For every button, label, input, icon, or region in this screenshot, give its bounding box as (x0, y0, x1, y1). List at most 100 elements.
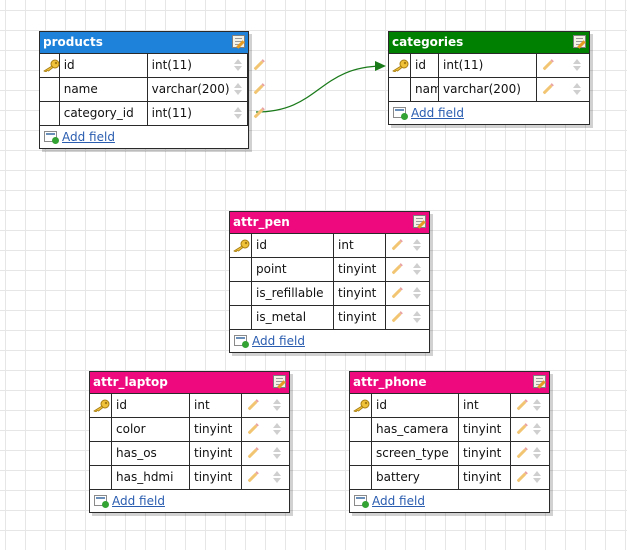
add-field-icon[interactable] (393, 107, 408, 120)
sort-icon[interactable] (533, 471, 541, 483)
pencil-icon[interactable] (516, 472, 527, 483)
pencil-icon[interactable] (542, 60, 553, 71)
field-name: has_camera (372, 418, 459, 441)
field-key-cell (350, 442, 372, 465)
edit-icon[interactable] (573, 35, 586, 48)
field-type: tinyint (190, 466, 242, 489)
pencil-icon[interactable] (391, 312, 402, 323)
add-field-link[interactable]: Add field (112, 494, 165, 508)
sort-icon[interactable] (533, 447, 541, 459)
pencil-icon[interactable] (247, 424, 258, 435)
edit-icon[interactable] (533, 375, 546, 388)
pencil-icon[interactable] (516, 448, 527, 459)
add-field-icon[interactable] (354, 495, 369, 508)
field-key-cell (230, 306, 252, 329)
edit-icon[interactable] (232, 35, 245, 48)
add-field-link[interactable]: Add field (62, 130, 115, 144)
field-key-cell (90, 442, 112, 465)
field-name: name (60, 78, 148, 101)
sort-icon[interactable] (413, 287, 421, 299)
field-key-cell (90, 394, 112, 417)
key-icon (43, 59, 60, 73)
field-type: int(11) (148, 102, 248, 125)
field-name: color (112, 418, 190, 441)
field-name: id (60, 54, 148, 77)
field-type: tinyint (459, 418, 511, 441)
sort-icon[interactable] (413, 239, 421, 251)
add-field-link[interactable]: Add field (411, 106, 464, 120)
entity-header[interactable]: categories (389, 32, 589, 54)
entity-header[interactable]: products (40, 32, 248, 54)
field-key-cell (90, 466, 112, 489)
sort-icon[interactable] (234, 107, 242, 119)
pencil-icon[interactable] (247, 448, 258, 459)
field-type: tinyint (334, 282, 386, 305)
field-actions (242, 466, 287, 489)
field-key-cell (40, 102, 60, 125)
entity-title: attr_pen (233, 215, 290, 229)
sort-icon[interactable] (273, 447, 281, 459)
add-field-icon[interactable] (234, 335, 249, 348)
field-type: int(11) (148, 54, 248, 77)
field-type: tinyint (190, 418, 242, 441)
add-field-row: Add field (389, 102, 589, 124)
field-name: has_hdmi (112, 466, 190, 489)
edit-icon[interactable] (273, 375, 286, 388)
sort-icon[interactable] (573, 59, 581, 71)
edit-icon[interactable] (413, 215, 426, 228)
sort-icon[interactable] (413, 263, 421, 275)
add-field-row: Add field (350, 490, 549, 512)
sort-icon[interactable] (273, 423, 281, 435)
sort-icon[interactable] (234, 83, 242, 95)
field-key-cell (389, 54, 411, 77)
pencil-icon[interactable] (391, 240, 402, 251)
field-name: is_refillable (252, 282, 334, 305)
add-field-icon[interactable] (94, 495, 109, 508)
add-field-link[interactable]: Add field (372, 494, 425, 508)
add-field-link[interactable]: Add field (252, 334, 305, 348)
sort-icon[interactable] (533, 423, 541, 435)
pencil-icon[interactable] (516, 400, 527, 411)
entity-header[interactable]: attr_laptop (90, 372, 289, 394)
pencil-icon[interactable] (516, 424, 527, 435)
entity-header[interactable]: attr_phone (350, 372, 549, 394)
add-field-icon[interactable] (44, 131, 59, 144)
pencil-icon[interactable] (391, 288, 402, 299)
field-actions (511, 394, 547, 417)
field-type: int(11) (439, 54, 537, 77)
pencil-icon[interactable] (391, 264, 402, 275)
sort-icon[interactable] (413, 311, 421, 323)
sort-icon[interactable] (273, 399, 281, 411)
sort-icon[interactable] (273, 471, 281, 483)
entity-header[interactable]: attr_pen (230, 212, 429, 234)
sort-icon[interactable] (234, 59, 242, 71)
sort-icon[interactable] (533, 399, 541, 411)
pencil-icon[interactable] (542, 84, 553, 95)
pencil-icon[interactable] (247, 472, 258, 483)
sort-icon[interactable] (573, 83, 581, 95)
pencil-icon[interactable] (247, 400, 258, 411)
